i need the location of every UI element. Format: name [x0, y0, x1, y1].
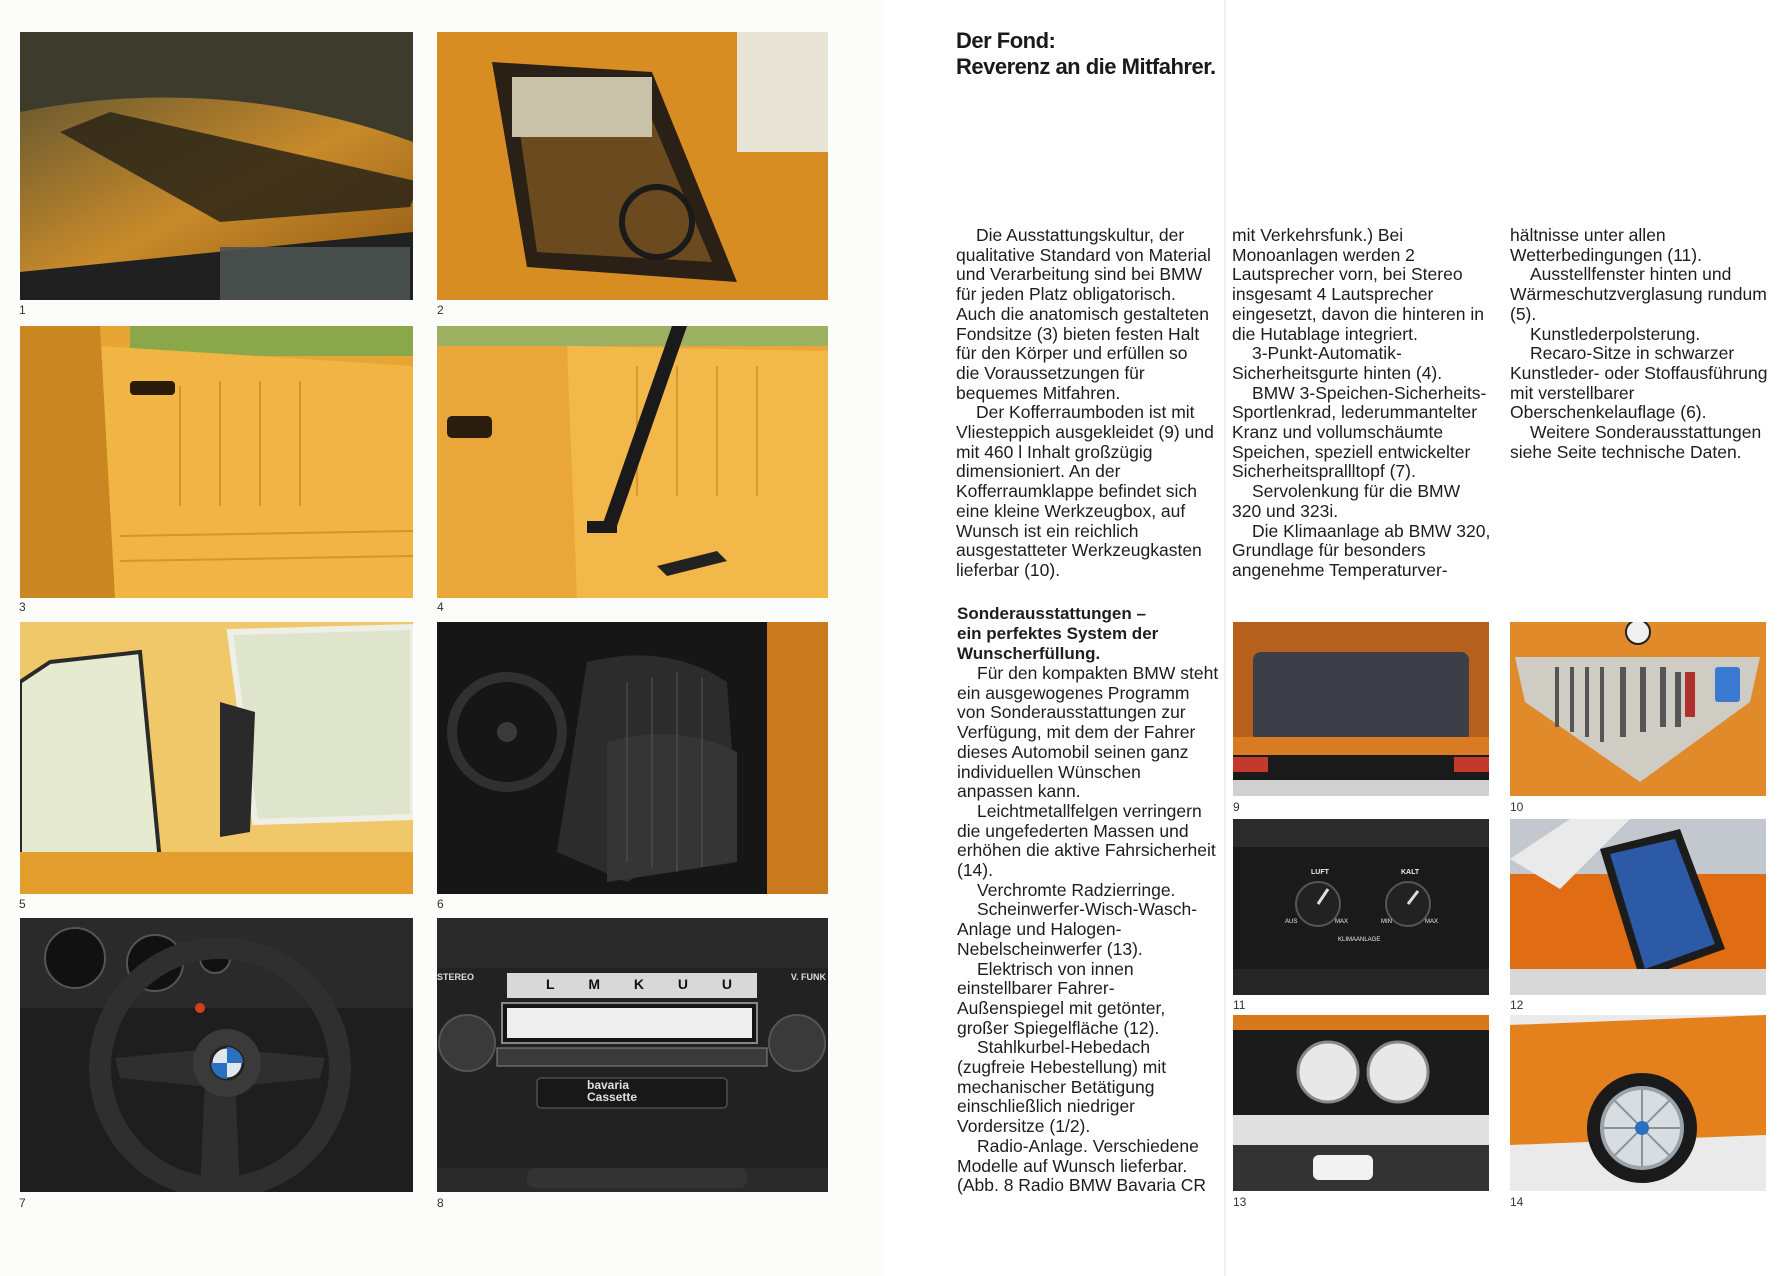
photo-alloy-wheel: [1510, 1015, 1766, 1191]
photo-rear-seat: [20, 326, 413, 598]
paragraph: Die Ausstattungskultur, der qualitative …: [956, 225, 1211, 403]
paragraph: Weitere Sonderausstattungen siehe Seite …: [1510, 422, 1762, 462]
section-options: Sonderausstattungen – ein perfektes Syst…: [957, 604, 1219, 1196]
paragraph: Recaro-Sitze in schwarzer Kunstleder- od…: [1510, 343, 1768, 423]
text-column-3: hältnisse unter allen Wetterbedingungen …: [1510, 225, 1772, 462]
paragraph: Der Kofferraumboden ist mit Vliesteppich…: [956, 402, 1214, 580]
paragraph: Ausstellfenster hinten und Wärmeschutzve…: [1510, 264, 1767, 324]
paragraph: hältnisse unter allen Wetterbedingungen …: [1510, 225, 1702, 265]
photo-caption: 14: [1510, 1195, 1524, 1209]
paragraph: Scheinwerfer-Wisch-Wasch-Anlage und Halo…: [957, 899, 1198, 959]
radio-key: M: [588, 976, 601, 992]
photo-caption: 6: [437, 897, 444, 911]
paragraph: Elektrisch von innen einstellbarer Fahre…: [957, 958, 1166, 1038]
radio-key: K: [633, 976, 645, 992]
photo-headlamps: [1233, 1015, 1489, 1191]
photo-climate-control: LUFT KALT AUS MAX MIN MAX KLIMAANLAGE: [1233, 819, 1489, 995]
photo-caption: 11: [1233, 998, 1246, 1012]
photo-caption: 9: [1233, 800, 1240, 814]
photo-recaro-seats: [437, 622, 828, 894]
radio-key: L: [545, 976, 555, 992]
radio-brand-line: Cassette: [587, 1090, 638, 1104]
photo-side-mirror: [1510, 819, 1766, 995]
klima-aus-label: AUS: [1285, 919, 1298, 925]
radio-band-keys: L M K U U: [529, 976, 749, 992]
photo-caption: 5: [19, 897, 26, 911]
radio-brand-line: bavaria: [587, 1078, 630, 1092]
page-gutter: [1224, 0, 1226, 1276]
klima-max-label: MAX: [1425, 919, 1439, 925]
photo-caption: 12: [1510, 998, 1524, 1012]
klima-min-label: MIN: [1381, 919, 1392, 925]
paragraph: Die Klimaanlage ab BMW 320, Grundlage fü…: [1232, 520, 1491, 580]
text-column-1: Die Ausstattungskultur, der qualitative …: [956, 225, 1215, 581]
paragraph: Für den kompakten BMW steht ein ausgewog…: [957, 663, 1219, 802]
paragraph: Leichtmetallfelgen verringern die ungefe…: [957, 800, 1216, 881]
photo-seat-belt: [437, 326, 828, 598]
radio-vfunk-label: V. FUNK: [790, 972, 826, 982]
radio-key: U: [721, 976, 733, 992]
photo-caption: 7: [19, 1196, 26, 1210]
photo-caption: 3: [19, 600, 26, 614]
photo-radio: STEREO V. FUNK L M K U U bavaria Cassett…: [437, 918, 828, 1192]
heading-line: Wunscherfüllung.: [957, 644, 1101, 663]
paragraph: Verchromte Radzierringe.: [977, 879, 1176, 900]
photo-caption: 10: [1510, 800, 1524, 814]
photo-toolkit: [1510, 622, 1766, 796]
paragraph: Servolenkung für die BMW 320 und 323i.: [1232, 481, 1461, 521]
photo-trunk: [1233, 622, 1489, 796]
page-title: Der Fond: Reverenz an die Mitfahrer.: [956, 28, 1216, 80]
title-line: Reverenz an die Mitfahrer.: [956, 54, 1216, 79]
radio-stereo-label: STEREO: [437, 972, 475, 982]
klima-luft-label: LUFT: [1311, 869, 1329, 876]
paragraph: Radio-Anlage. Verschiedene Modelle auf W…: [957, 1135, 1206, 1196]
heading-line: ein perfektes System der: [957, 624, 1159, 643]
photo-sunroof-exterior: [20, 32, 413, 300]
photo-caption: 8: [437, 1196, 444, 1210]
paragraph: BMW 3-Speichen-Sicherheits-Sportlenkrad,…: [1232, 382, 1487, 482]
klima-max-label: MAX: [1335, 919, 1349, 925]
heading-line: Sonderausstattungen –: [957, 604, 1146, 623]
photo-caption: 4: [437, 600, 444, 614]
klima-kalt-label: KALT: [1401, 869, 1420, 876]
radio-brand: bavaria Cassette: [587, 1079, 637, 1103]
photo-rear-window: [20, 622, 413, 894]
text-column-2: mit Verkehrsfunk.) Bei Monoanlagen werde…: [1232, 225, 1494, 581]
klima-anlage-label: KLIMAANLAGE: [1338, 937, 1381, 943]
photo-caption: 13: [1233, 1195, 1247, 1209]
title-line: Der Fond:: [956, 28, 1056, 53]
radio-key: U: [677, 976, 689, 992]
photo-caption: 2: [437, 303, 444, 317]
paragraph: Kunstlederpolsterung.: [1530, 323, 1701, 344]
paragraph: 3-Punkt-Automatik-Sicherheitsgurte hinte…: [1232, 343, 1443, 383]
photo-caption: 1: [19, 303, 26, 317]
photo-steering-wheel: [20, 918, 413, 1192]
section-heading: Sonderausstattungen – ein perfektes Syst…: [957, 604, 1219, 664]
paragraph: Stahlkurbel-Hebedach (zugfreie Hebestell…: [957, 1037, 1167, 1137]
photo-sunroof-open: [437, 32, 828, 300]
paragraph: mit Verkehrsfunk.) Bei Monoanlagen werde…: [1232, 225, 1484, 344]
